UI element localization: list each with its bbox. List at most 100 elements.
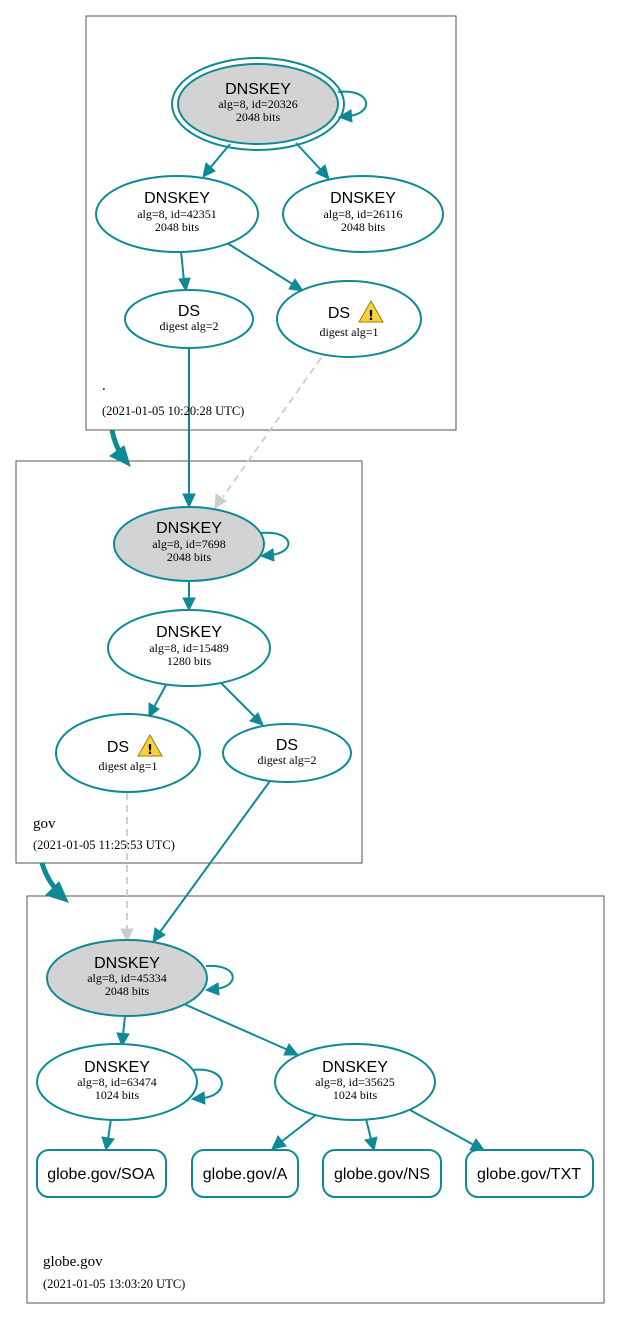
arrowhead	[45, 881, 69, 903]
arrowhead	[288, 278, 305, 292]
edge-root-ksk-to-zsk2	[295, 142, 322, 171]
node-title: DS	[178, 303, 200, 320]
arrowhead	[152, 927, 166, 943]
gov-ksk-node[interactable]: DNSKEY alg=8, id=7698 2048 bits	[113, 506, 265, 582]
gov-zsk-15489-node[interactable]: DNSKEY alg=8, id=15489 1280 bits	[107, 609, 271, 687]
arrowhead	[182, 493, 196, 509]
rrset-a-node[interactable]: globe.gov/A	[191, 1149, 299, 1198]
arrowhead	[283, 1043, 300, 1056]
arrowhead	[214, 493, 227, 509]
edge-zsk2-to-ns	[365, 1118, 372, 1140]
node-title: DNSKEY	[156, 624, 222, 641]
rrset-label: globe.gov/A	[203, 1166, 288, 1183]
edge-root-ds1-to-gov-ksk	[222, 357, 322, 498]
gov-ds-alg1-node[interactable]: DS ! digest alg=1	[55, 713, 201, 793]
rrset-label: globe.gov/NS	[334, 1166, 430, 1183]
arrowhead	[202, 162, 216, 178]
arrowhead	[364, 1136, 378, 1152]
node-key-info: alg=8, id=26116	[323, 207, 402, 221]
root-zsk-42351-node[interactable]: DNSKEY alg=8, id=42351 2048 bits	[95, 175, 259, 253]
globe-zone-timestamp: (2021-01-05 13:03:20 UTC)	[43, 1277, 185, 1291]
node-title: DNSKEY	[156, 520, 222, 537]
rrset-label: globe.gov/TXT	[477, 1166, 581, 1183]
arrowhead	[204, 982, 220, 996]
arrowhead	[315, 164, 330, 180]
globe-zsk-63474-node[interactable]: DNSKEY alg=8, id=63474 1024 bits	[36, 1043, 198, 1121]
warning-icon: !	[137, 733, 163, 758]
node-key-size: 1024 bits	[95, 1088, 140, 1102]
node-title: DNSKEY	[322, 1059, 388, 1076]
node-digest: digest alg=2	[257, 753, 316, 767]
node-key-size: 2048 bits	[155, 220, 200, 234]
node-key-info: alg=8, id=7698	[152, 537, 226, 551]
node-key-size: 2048 bits	[105, 984, 150, 998]
rrset-ns-node[interactable]: globe.gov/NS	[322, 1149, 442, 1198]
node-title: DS	[328, 305, 350, 322]
rrset-soa-node[interactable]: globe.gov/SOA	[36, 1149, 167, 1198]
arrowhead	[337, 109, 353, 123]
node-title: DS	[276, 737, 298, 754]
node-key-info: alg=8, id=42351	[137, 207, 217, 221]
edge-gov-zsk-to-ds1	[153, 684, 167, 708]
root-ds-alg1-node[interactable]: DS ! digest alg=1	[276, 280, 422, 358]
svg-text:!: !	[368, 309, 374, 324]
node-title: DNSKEY	[84, 1059, 150, 1076]
gov-zone-name: gov	[33, 816, 56, 832]
node-title: DS	[107, 739, 129, 756]
arrowhead	[101, 1136, 115, 1152]
arrowhead	[190, 1091, 206, 1105]
edge-gov-zsk-to-ds2	[220, 682, 256, 718]
node-title: DNSKEY	[330, 190, 396, 207]
edge-gov-ds2-to-globe-ksk	[159, 780, 271, 933]
edge-globe-ksk-self	[205, 964, 234, 990]
node-key-size: 2048 bits	[341, 220, 386, 234]
root-ksk-node[interactable]: DNSKEY alg=8, id=20326 2048 bits	[171, 57, 345, 151]
arrowhead	[259, 548, 275, 562]
node-key-info: alg=8, id=45334	[87, 971, 167, 985]
node-key-info: alg=8, id=15489	[149, 641, 229, 655]
rrset-txt-node[interactable]: globe.gov/TXT	[465, 1149, 594, 1198]
arrowhead	[178, 277, 191, 293]
node-title: DNSKEY	[225, 81, 291, 98]
arrowhead	[109, 445, 131, 467]
root-zsk-26116-node[interactable]: DNSKEY alg=8, id=26116 2048 bits	[282, 175, 444, 253]
edge-gov-ksk-self	[259, 531, 290, 556]
node-title: DNSKEY	[94, 955, 160, 972]
arrowhead	[120, 928, 134, 943]
node-key-size: 1280 bits	[167, 654, 212, 668]
edge-root-ksk-self	[337, 90, 367, 117]
edge-zsk1-to-ds2	[180, 250, 185, 282]
globe-ksk-node[interactable]: DNSKEY alg=8, id=45334 2048 bits	[46, 939, 208, 1017]
gov-ds-alg2-node[interactable]: DS digest alg=2	[222, 723, 352, 783]
gov-zone-timestamp: (2021-01-05 11:25:53 UTC)	[33, 838, 175, 852]
node-key-info: alg=8, id=20326	[218, 97, 298, 111]
warning-icon: !	[358, 299, 384, 324]
edge-globe-ksk-to-zsk2	[183, 1003, 289, 1051]
globe-zone-name: globe.gov	[43, 1254, 103, 1270]
edge-globe-zsk1-self	[191, 1068, 223, 1099]
node-digest: digest alg=1	[319, 325, 378, 339]
edge-globe-ksk-to-zsk1	[122, 1015, 126, 1036]
node-key-size: 2048 bits	[167, 550, 212, 564]
globe-zsk-35625-node[interactable]: DNSKEY alg=8, id=35625 1024 bits	[274, 1043, 436, 1121]
node-digest: digest alg=2	[159, 319, 218, 333]
node-key-size: 2048 bits	[236, 110, 281, 124]
edge-zsk1-to-soa	[107, 1118, 112, 1140]
node-key-info: alg=8, id=63474	[77, 1075, 157, 1089]
root-zone-timestamp: (2021-01-05 10:20:28 UTC)	[102, 404, 244, 418]
rrset-label: globe.gov/SOA	[47, 1166, 155, 1183]
arrowhead	[182, 597, 196, 612]
arrowhead	[148, 702, 160, 719]
arrowhead	[249, 712, 264, 726]
node-key-size: 1024 bits	[333, 1088, 378, 1102]
node-title: DNSKEY	[144, 190, 210, 207]
arrowhead	[271, 1135, 287, 1150]
edge-zsk2-to-txt	[409, 1109, 475, 1146]
root-ds-alg2-node[interactable]: DS digest alg=2	[124, 289, 254, 349]
svg-text:!: !	[147, 743, 153, 758]
arrowhead	[116, 1032, 130, 1048]
node-digest: digest alg=1	[98, 759, 157, 773]
root-zone-name: .	[102, 378, 106, 394]
node-key-info: alg=8, id=35625	[315, 1075, 395, 1089]
